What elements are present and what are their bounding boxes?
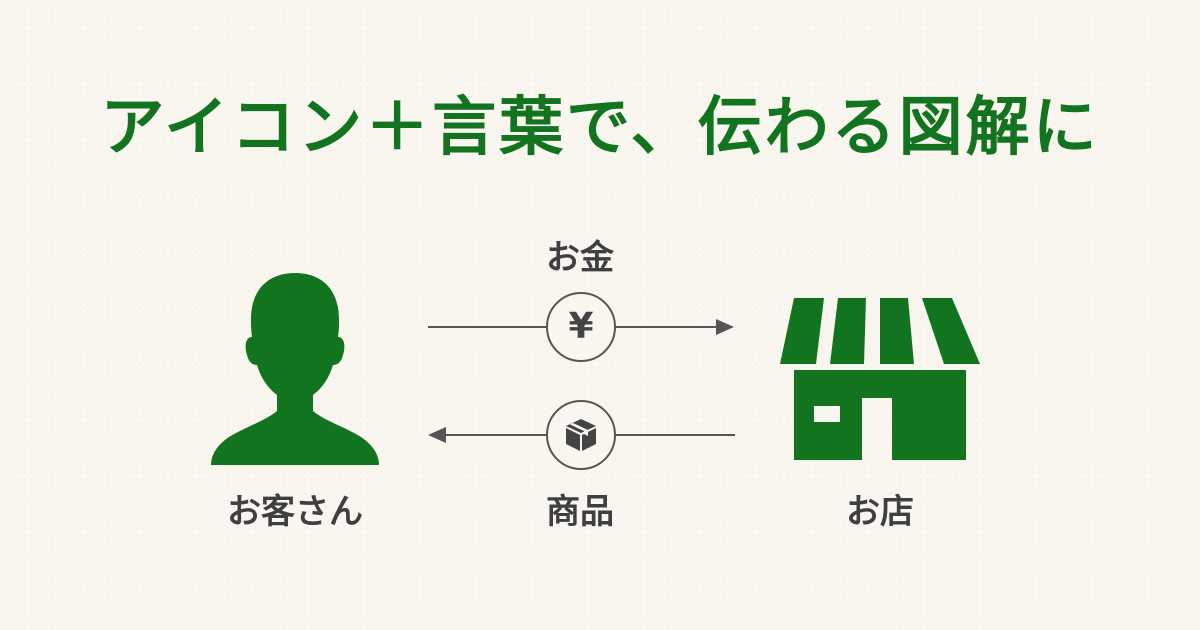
goods-arrow-head	[428, 427, 446, 443]
person-icon	[211, 273, 379, 465]
yen-icon: ¥	[568, 306, 594, 347]
goods-badge	[546, 400, 616, 470]
money-label: お金	[546, 238, 614, 278]
shop-icon	[780, 298, 980, 460]
money-badge: ¥	[546, 292, 616, 362]
shop-label: お店	[846, 492, 914, 532]
page-title: アイコン＋言葉で、伝わる図解に	[100, 91, 1100, 165]
goods-label: 商品	[546, 492, 614, 532]
money-arrow-head	[716, 319, 734, 335]
customer-label: お客さん	[227, 492, 363, 532]
package-icon	[566, 419, 596, 451]
